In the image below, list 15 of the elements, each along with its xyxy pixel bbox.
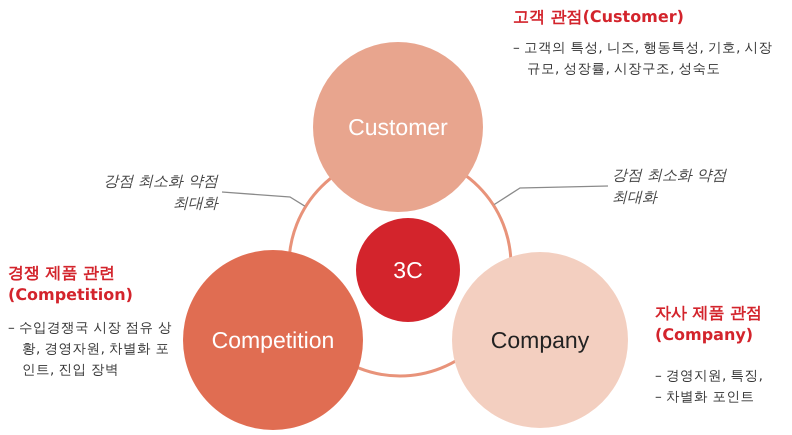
section-heading: 자사 제품 관점 (Company): [655, 302, 764, 346]
description-text: – 수입경쟁국 시장 점유 상황, 경영자원, 차별화 포인트, 진입 장벽: [8, 319, 172, 380]
leader-line: [222, 191, 306, 207]
circle-label: Customer: [348, 114, 448, 140]
note-text: 강점 최소화 약점 최대화: [612, 165, 728, 208]
leader-line: [494, 185, 608, 206]
circle-label: 3C: [393, 256, 423, 284]
circle-label: Competition: [212, 326, 334, 354]
description-text: – 차별화 포인트: [655, 388, 756, 407]
circle-label: Company: [490, 326, 590, 354]
description-text: – 고객의 특성, 니즈, 행동특성, 기호, 시장 규모, 성장률, 시장구조, 성숙도: [513, 39, 774, 79]
description-text: – 경영지원, 특징,: [655, 367, 764, 386]
section-heading: 고객 관점(Customer): [513, 6, 685, 28]
section-heading: 경쟁 제품 관련 (Competition): [8, 262, 134, 306]
note-text: 강점 최소화 약점 최대화: [102, 171, 218, 214]
